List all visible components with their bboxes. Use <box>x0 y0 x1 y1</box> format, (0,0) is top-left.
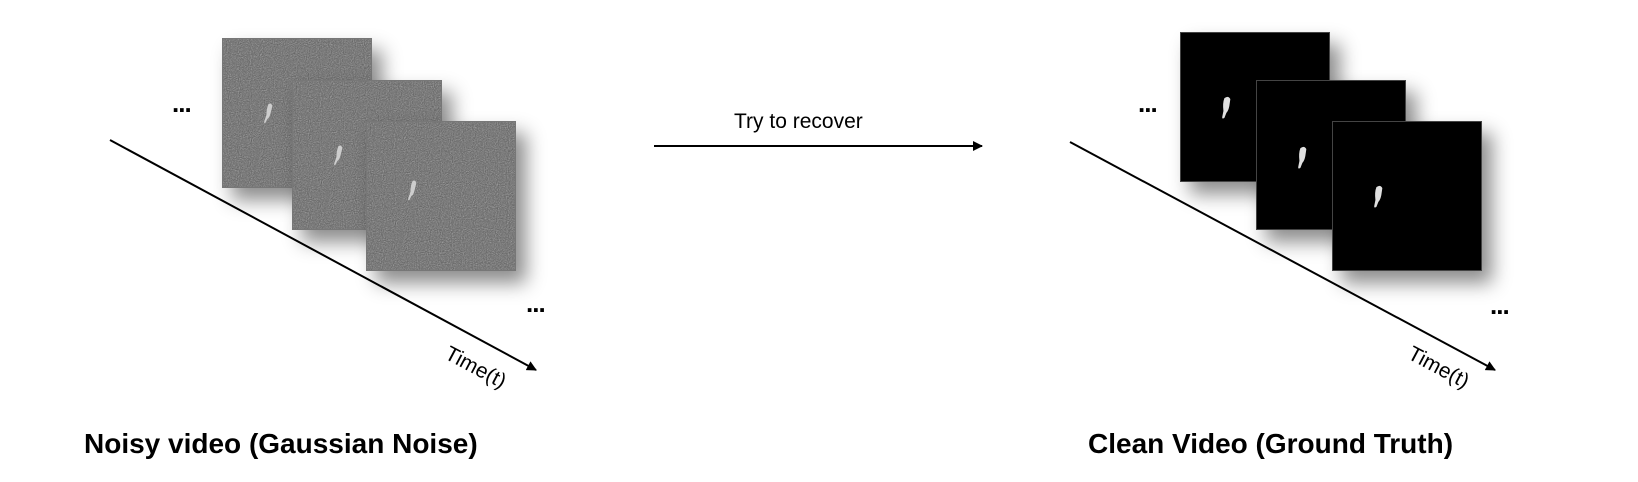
left-ellipsis-before: ... <box>172 88 192 118</box>
left-ellipsis-after: ... <box>526 288 546 318</box>
left-caption: Noisy video (Gaussian Noise) <box>84 428 478 459</box>
right-caption: Clean Video (Ground Truth) <box>1088 428 1454 459</box>
left-time-axis <box>109 139 537 371</box>
clean-frame-2 <box>1256 80 1406 230</box>
right-time-axis <box>1069 141 1496 371</box>
clean-frame-3 <box>1332 121 1482 271</box>
right-ellipsis-before: ... <box>1138 88 1158 118</box>
recover-label: Try to recover <box>734 110 863 133</box>
noisy-frame-3 <box>366 121 516 271</box>
right-ellipsis-after: ... <box>1490 290 1510 320</box>
